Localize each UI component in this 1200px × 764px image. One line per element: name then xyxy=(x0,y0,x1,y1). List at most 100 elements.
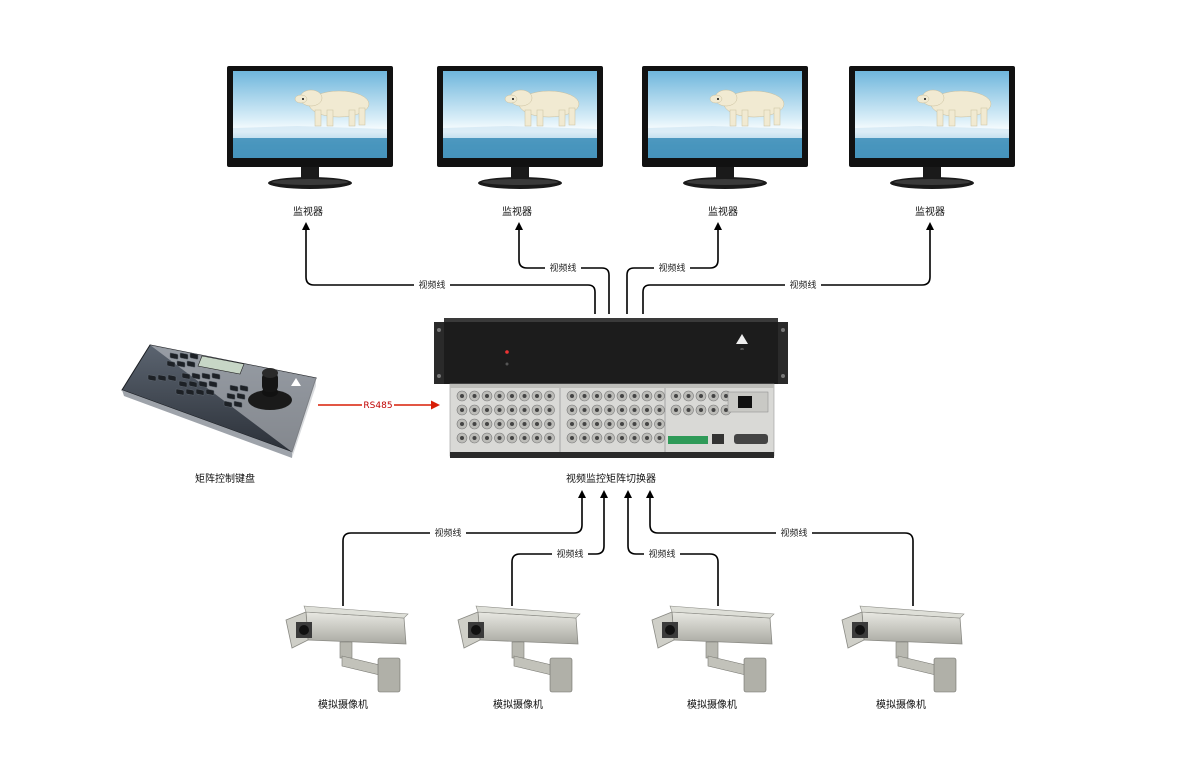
bnc-connectors xyxy=(456,390,732,444)
bnc-pin xyxy=(582,422,587,426)
video-cable-to-monitor-1 xyxy=(302,222,596,314)
keyboard-key xyxy=(191,372,201,380)
keyboard-key xyxy=(186,360,196,368)
bnc-pin xyxy=(472,394,477,398)
bnc-pin xyxy=(595,422,599,426)
bnc-pin xyxy=(485,408,489,412)
keyboard-key xyxy=(226,392,236,400)
keyboard-key xyxy=(166,360,176,368)
monitor-label: 监视器 xyxy=(502,205,532,218)
camera-label: 模拟摄像机 xyxy=(493,698,543,711)
bnc-pin xyxy=(724,394,728,398)
video-cable-from-camera-4 xyxy=(646,490,914,606)
bnc-pin xyxy=(460,408,464,412)
video-cable-label: 视频线 xyxy=(434,527,461,539)
keyboard-key xyxy=(229,384,239,392)
video-cable-label: 视频线 xyxy=(556,548,583,560)
bnc-pin xyxy=(522,394,527,398)
switcher-label: 视频监控矩阵切换器 xyxy=(566,472,656,485)
analog-camera xyxy=(841,605,965,693)
bnc-pin xyxy=(686,394,691,398)
bnc-pin xyxy=(510,408,514,412)
bnc-pin xyxy=(595,408,599,412)
bnc-pin xyxy=(699,394,703,398)
bnc-pin xyxy=(522,422,527,426)
bnc-pin xyxy=(657,408,662,412)
video-cable-from-camera-1 xyxy=(342,490,586,606)
bnc-pin xyxy=(460,422,464,426)
bnc-pin xyxy=(510,436,514,440)
bnc-pin xyxy=(686,408,691,412)
bnc-pin xyxy=(547,436,552,440)
monitor-label: 监视器 xyxy=(915,205,945,218)
bnc-pin xyxy=(535,422,539,426)
analog-camera xyxy=(651,605,775,693)
keyboard-key xyxy=(188,380,198,388)
keyboard-key xyxy=(205,388,215,396)
bnc-pin xyxy=(657,394,662,398)
keyboard-key xyxy=(239,384,249,392)
keyboard-key xyxy=(157,374,167,382)
bnc-pin xyxy=(607,408,612,412)
monitor xyxy=(848,65,1016,190)
bnc-pin xyxy=(497,422,502,426)
bnc-pin xyxy=(522,436,527,440)
bnc-pin xyxy=(674,408,678,412)
bnc-pin xyxy=(510,422,514,426)
monitor xyxy=(641,65,809,190)
bnc-pin xyxy=(632,408,637,412)
bnc-pin xyxy=(645,408,649,412)
video-cable-label: 视频线 xyxy=(418,279,445,291)
keyboard-key xyxy=(185,388,195,396)
keyboard-key xyxy=(167,374,177,382)
keyboard-key xyxy=(223,400,233,408)
bnc-pin xyxy=(497,394,502,398)
video-cable-label: 视频线 xyxy=(780,527,807,539)
bnc-pin xyxy=(595,436,599,440)
bnc-pin xyxy=(632,422,637,426)
bnc-pin xyxy=(711,394,716,398)
video-cable-label: 视频线 xyxy=(658,262,685,274)
bnc-pin xyxy=(645,436,649,440)
bnc-pin xyxy=(570,422,574,426)
bnc-pin xyxy=(547,422,552,426)
bnc-pin xyxy=(570,394,574,398)
bnc-pin xyxy=(632,436,637,440)
bnc-pin xyxy=(547,394,552,398)
keyboard-key xyxy=(189,352,199,360)
bnc-pin xyxy=(657,422,662,426)
rs485-label: RS485 xyxy=(363,401,392,411)
bnc-pin xyxy=(582,408,587,412)
video-cable-label: 视频线 xyxy=(789,279,816,291)
bnc-pin xyxy=(485,422,489,426)
keyboard-key xyxy=(175,388,185,396)
bnc-pin xyxy=(472,408,477,412)
bnc-pin xyxy=(510,394,514,398)
camera-label: 模拟摄像机 xyxy=(687,698,737,711)
bnc-pin xyxy=(607,394,612,398)
keyboard-key xyxy=(176,360,186,368)
bnc-pin xyxy=(460,394,464,398)
video-cable-label: 视频线 xyxy=(549,262,576,274)
control-keyboard xyxy=(121,344,317,458)
bnc-pin xyxy=(595,394,599,398)
matrix-switcher: dh xyxy=(434,318,788,458)
keyboard-key xyxy=(147,374,157,382)
bnc-pin xyxy=(657,436,662,440)
keyboard-label: 矩阵控制键盘 xyxy=(195,472,255,485)
keyboard-key xyxy=(178,380,188,388)
keyboard-key xyxy=(236,392,246,400)
bnc-pin xyxy=(645,422,649,426)
bnc-pin xyxy=(620,422,624,426)
bnc-pin xyxy=(620,394,624,398)
bnc-pin xyxy=(582,436,587,440)
keyboard-key xyxy=(211,372,221,380)
bnc-pin xyxy=(472,436,477,440)
camera-label: 模拟摄像机 xyxy=(318,698,368,711)
bnc-pin xyxy=(724,408,728,412)
bnc-pin xyxy=(497,408,502,412)
analog-camera xyxy=(457,605,581,693)
keyboard-key xyxy=(195,388,205,396)
camera-label: 模拟摄像机 xyxy=(876,698,926,711)
bnc-pin xyxy=(645,394,649,398)
